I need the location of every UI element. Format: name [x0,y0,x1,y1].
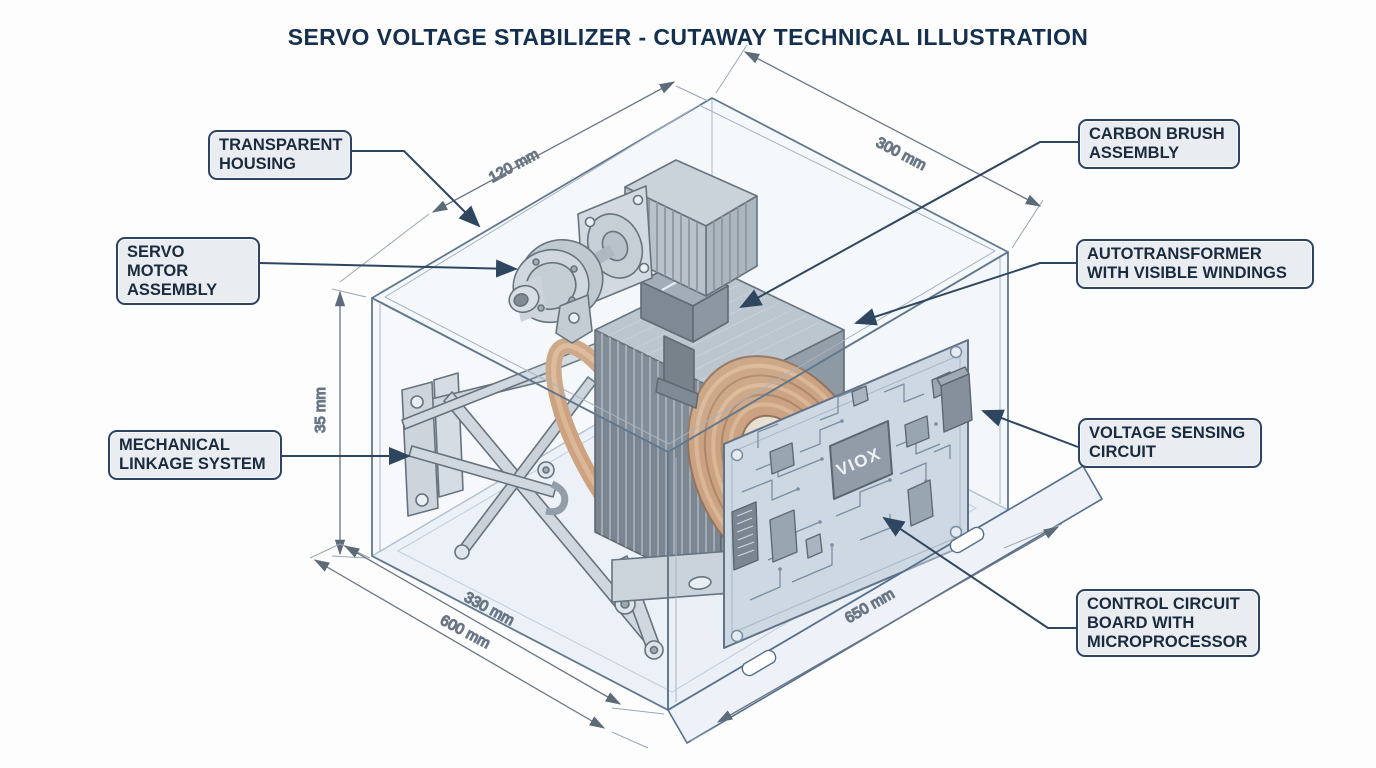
callout-label: VOLTAGE SENSING CIRCUIT [1089,424,1246,461]
dim-label-35: 35 mm [312,387,329,433]
leader-control-circuit [882,516,1076,629]
callout-label: AUTOTRANSFORMER WITH VISIBLE WINDINGS [1087,245,1287,282]
dim-label-300: 300 mm [873,134,929,174]
voltage-sensing-component [936,366,973,433]
callout-label: TRANSPARENT HOUSING [219,136,343,173]
callout-label: SERVO MOTOR ASSEMBLY [127,243,218,299]
callout-control-circuit: CONTROL CIRCUIT BOARD WITH MICROPROCESSO… [1076,589,1260,658]
page-title: SERVO VOLTAGE STABILIZER - CUTAWAY TECHN… [287,24,1089,50]
dim-label-120: 120 mm [486,146,542,187]
callout-autotransformer: AUTOTRANSFORMER WITH VISIBLE WINDINGS [1076,239,1314,289]
microprocessor-chip: VIOX [829,420,893,500]
callout-leaders [259,141,1079,629]
dim-label-600: 600 mm [437,612,493,652]
callout-voltage-sensing: VOLTAGE SENSING CIRCUIT [1078,418,1262,468]
dimension-35mm: 35 mm [311,288,367,559]
callout-label: CARBON BRUSH ASSEMBLY [1089,125,1225,162]
callout-mechanical-linkage: MECHANICAL LINKAGE SYSTEM [108,430,282,480]
callout-carbon-brush: CARBON BRUSH ASSEMBLY [1078,119,1240,169]
callout-label: CONTROL CIRCUIT BOARD WITH MICROPROCESSO… [1087,595,1248,651]
callout-label: MECHANICAL LINKAGE SYSTEM [119,436,266,473]
leader-transparent-housing [352,150,481,228]
callout-transparent-housing: TRANSPARENT HOUSING [208,130,352,180]
callout-servo-motor: SERVO MOTOR ASSEMBLY [116,237,260,306]
leader-servo-motor [259,259,518,278]
leader-autotransformer [854,262,1076,326]
leader-voltage-sensing [981,409,1079,448]
leader-carbon-brush [739,141,1078,308]
